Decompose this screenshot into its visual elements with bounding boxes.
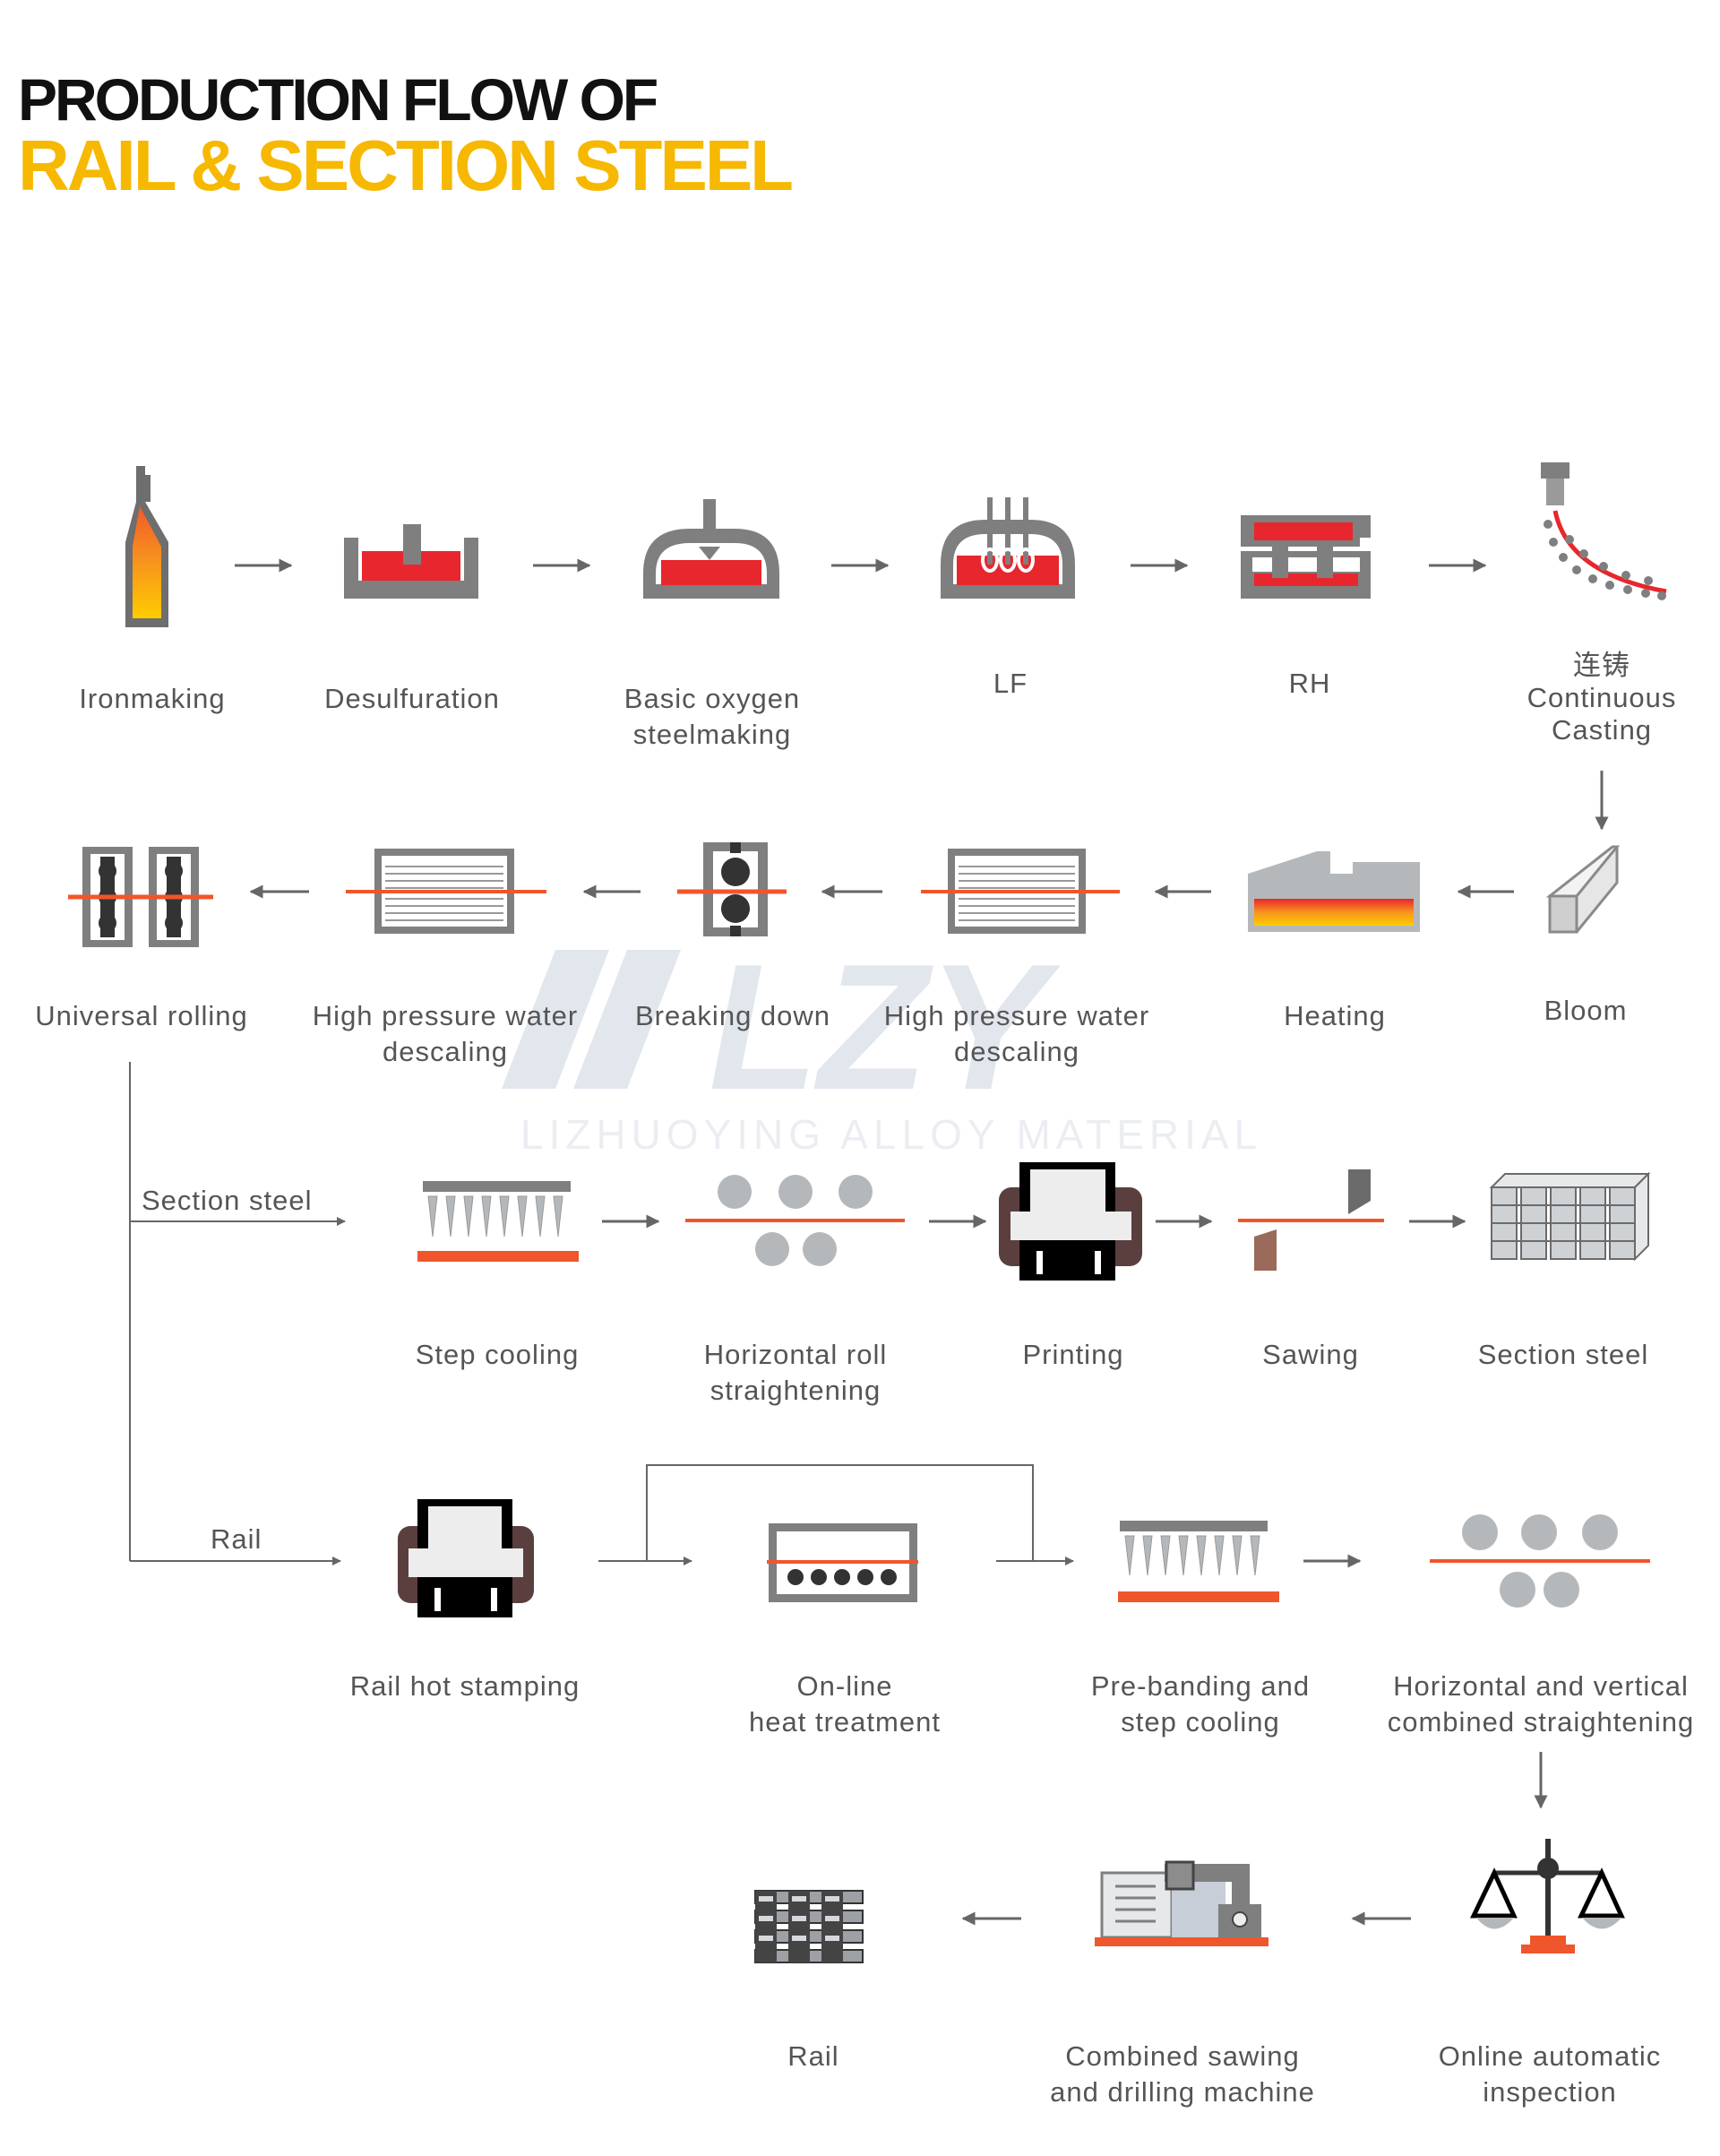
watermark-logo: LZY (709, 927, 1061, 1127)
watermark: LZY LIZHUOYING ALLOY MATERIAL (502, 927, 1262, 1158)
label-printing: Printing (1022, 1339, 1124, 1370)
label-lf: LF (993, 668, 1028, 699)
printer-icon-1 (999, 1162, 1142, 1281)
breakdown-mill-icon (677, 842, 787, 936)
rail-stack-icon (754, 1890, 864, 1963)
cooling-bed-icon-1 (417, 1181, 579, 1262)
vacuum-degasser-icon (1241, 515, 1371, 599)
label-universal-rolling: Universal rolling (35, 1000, 248, 1031)
title-line-2: RAIL & SECTION STEEL (18, 125, 794, 205)
label-breaking-down: Breaking down (634, 1000, 831, 1031)
ladle-lance-icon (344, 524, 478, 599)
label-section-steel: Section steel (1477, 1339, 1649, 1370)
heat-treatment-icon (767, 1523, 918, 1602)
label-heating: Heating (1284, 1000, 1386, 1031)
branch-label-rail: Rail (211, 1523, 262, 1555)
label-step-cooling: Step cooling (415, 1339, 580, 1370)
ladle-furnace-icon (941, 497, 1075, 599)
roll-straightener-icon-1 (685, 1175, 905, 1266)
saw-icon (1238, 1169, 1384, 1271)
hot-stamp-icon (398, 1499, 534, 1617)
branch-lines (129, 1062, 1074, 1565)
converter-icon (643, 499, 779, 599)
watermark-text: LIZHUOYING ALLOY MATERIAL (520, 1111, 1262, 1158)
row1-arrows (235, 558, 1609, 831)
row4-arrows (1303, 1554, 1548, 1809)
branch-label-section: Section steel (142, 1185, 313, 1216)
label-rail: Rail (787, 2040, 839, 2072)
descaler-icon-1 (346, 849, 546, 934)
label-rh: RH (1288, 668, 1331, 699)
caster-icon (1541, 462, 1667, 600)
bloom-icon (1545, 845, 1621, 934)
cooling-bed-icon-2 (1118, 1521, 1279, 1602)
label-sawing: Sawing (1262, 1339, 1359, 1370)
scale-icon (1470, 1839, 1625, 1953)
label-desulfuration: Desulfuration (324, 683, 500, 714)
descaler-icon-2 (921, 849, 1120, 934)
universal-mill-icon (68, 847, 213, 947)
label-bloom: Bloom (1544, 995, 1628, 1026)
roll-straightener-icon-2 (1430, 1514, 1650, 1608)
saw-drill-machine-icon (1095, 1860, 1268, 1946)
label-rail-hot-stamping: Rail hot stamping (349, 1670, 580, 1702)
label-ironmaking: Ironmaking (79, 683, 226, 714)
reheating-furnace-icon (1248, 851, 1420, 932)
blast-furnace-icon (125, 466, 168, 627)
title-line-1: PRODUCTION FLOW OF (18, 66, 658, 133)
section-steel-stack-icon (1489, 1171, 1651, 1262)
